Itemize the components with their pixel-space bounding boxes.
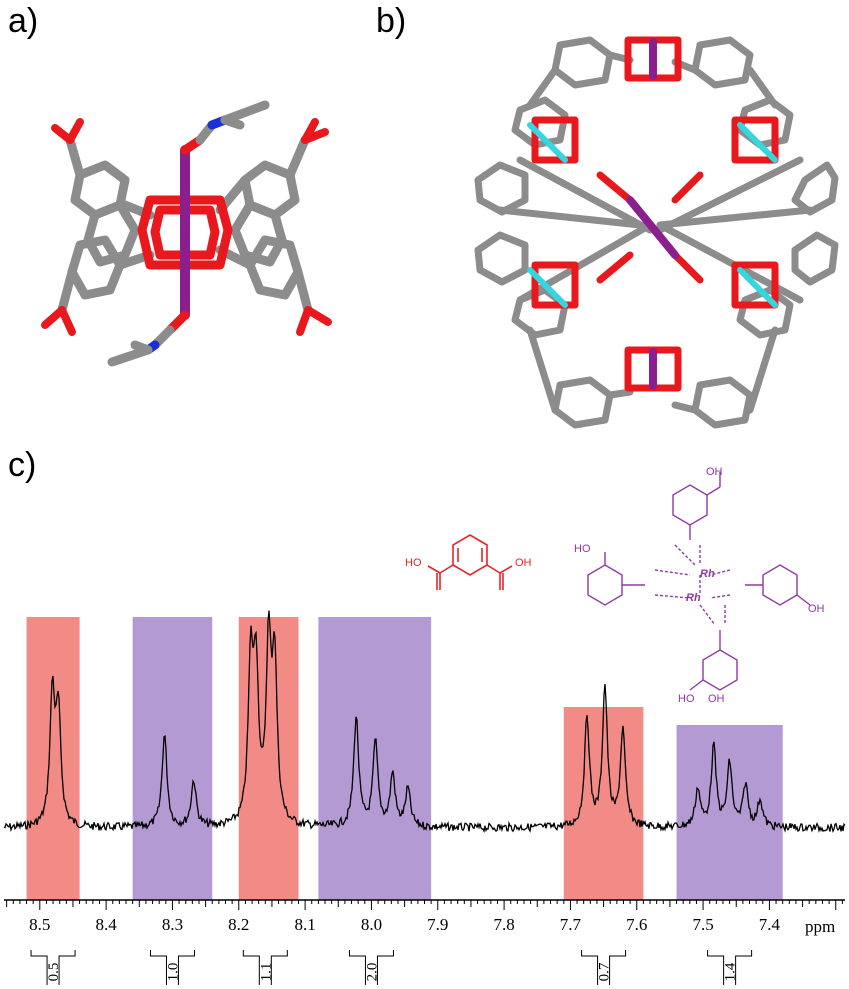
highlight-band-purple — [132, 617, 213, 900]
free-ligand-ho: HO — [405, 557, 422, 569]
cage-ho-bottom: HO — [678, 693, 695, 705]
x-axis-tick-label: 8.1 — [294, 915, 315, 934]
x-axis-tick-label: 7.4 — [759, 915, 781, 934]
x-axis-tick-label: 8.5 — [29, 915, 50, 934]
highlight-band-red — [563, 707, 644, 900]
panel-label-b: b) — [376, 2, 407, 40]
x-axis-tick-label: 8.4 — [96, 915, 118, 934]
cage-complex-drawing — [587, 472, 811, 691]
integral-value: 2.0 — [364, 963, 380, 982]
x-axis-tick-label: 7.5 — [692, 915, 713, 934]
panel-label-c: c) — [8, 446, 37, 484]
integral-value: 1.1 — [258, 963, 274, 982]
highlight-band-purple — [676, 725, 783, 900]
free-ligand-oh: OH — [515, 557, 532, 569]
cage-metal-2: Rh — [686, 592, 701, 604]
cage-oh-top: OH — [706, 466, 723, 478]
x-axis-tick-label: 7.6 — [626, 915, 647, 934]
highlight-band-purple — [318, 617, 432, 900]
integral-bracket — [707, 950, 753, 985]
integral-bracket — [242, 950, 288, 985]
integrals: 0.5 1.0 1.1 2.0 0.7 1.4 — [30, 950, 753, 985]
x-axis-tick-label: 7.8 — [493, 915, 514, 934]
x-axis-tick-labels: 8.5 8.4 8.3 8.2 8.1 8.0 7.9 7.8 7.7 7.6 7.5 7.4 — [29, 915, 780, 934]
x-axis-tick-label: 8.0 — [361, 915, 382, 934]
x-axis-label: ppm — [805, 917, 835, 936]
cage-oh-bottom: OH — [708, 693, 725, 705]
highlight-band-red — [238, 617, 299, 900]
highlight-bands — [26, 617, 783, 900]
free-ligand-drawing — [427, 534, 513, 590]
highlight-band-red — [26, 617, 80, 900]
integral-value: 1.0 — [165, 963, 181, 982]
cage-ho-left: HO — [574, 543, 591, 555]
x-axis-tick-label: 8.2 — [228, 915, 249, 934]
integral-bracket — [149, 950, 195, 985]
x-axis-tick-label: 7.9 — [427, 915, 448, 934]
panel-label-a: a) — [8, 2, 39, 40]
cage-oh-right: OH — [808, 603, 825, 615]
x-axis-tick-label: 8.3 — [162, 915, 183, 934]
integral-value: 0.5 — [46, 963, 62, 982]
x-axis-ticks — [6, 900, 843, 910]
integral-bracket — [30, 950, 76, 985]
integral-bracket — [348, 950, 394, 985]
integral-value: 1.4 — [723, 962, 739, 981]
x-axis-tick-label: 7.7 — [560, 915, 582, 934]
integral-bracket — [581, 950, 627, 985]
integral-value: 0.7 — [597, 962, 613, 981]
cage-metal-1: Rh — [700, 568, 715, 580]
spectrum-trace — [3, 610, 846, 834]
